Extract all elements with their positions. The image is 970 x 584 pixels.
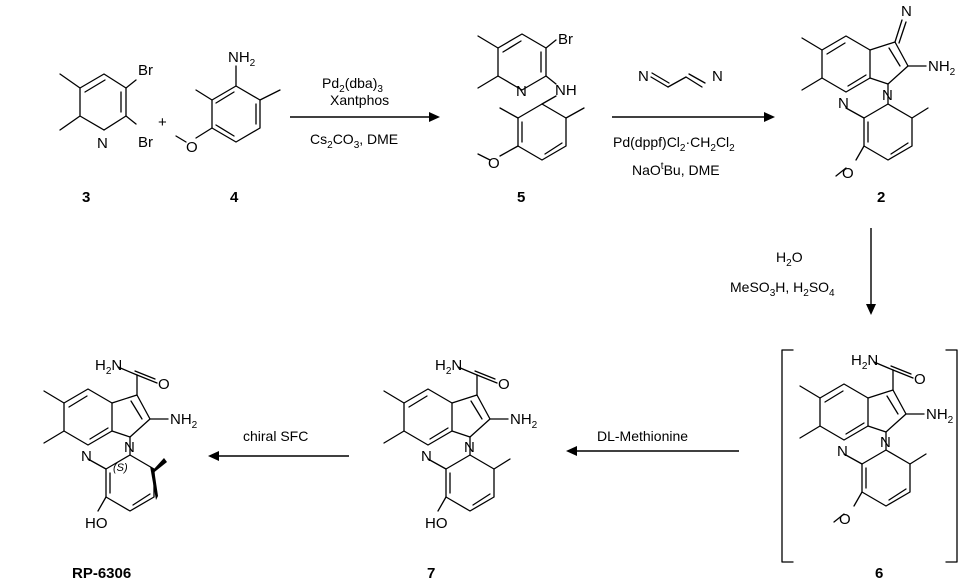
compound-label-6: 6 xyxy=(875,565,883,582)
malononitrile-structure: N N xyxy=(638,68,723,88)
reagent-acids: MeSO3H, H2SO4 xyxy=(730,279,835,299)
hydroxyl-label: HO xyxy=(85,515,108,532)
compound-5-structure: Br NH N O xyxy=(477,31,585,172)
stereo-wedge xyxy=(150,466,158,500)
nitrile-n-label: N xyxy=(901,3,912,20)
stereocenter-descriptor: (S) xyxy=(113,462,128,474)
compound-4-structure: NH2 O xyxy=(175,49,281,156)
reagent-catalyst: Pd(dppf)Cl2·CH2Cl2 xyxy=(613,134,735,154)
nitrogen-atom-label: N xyxy=(81,448,92,465)
amine-atom-label: NH2 xyxy=(228,49,256,69)
nitrogen-atom-label: N xyxy=(837,443,848,460)
amine-atom-label: NH xyxy=(555,82,577,99)
arrowhead-icon xyxy=(566,446,577,456)
reagent-water: H2O xyxy=(776,249,803,269)
oxygen-atom-label: O xyxy=(488,155,500,172)
oxygen-atom-label: O xyxy=(839,511,851,528)
bromine-atom-label: Br xyxy=(138,134,153,151)
compound-label-7: 7 xyxy=(427,565,435,582)
carbonyl-o-label: O xyxy=(158,376,170,393)
amide-nh2-label: H2N xyxy=(435,357,462,377)
compound-label-3: 3 xyxy=(82,189,90,206)
amide-nh2-label: H2N xyxy=(851,352,878,372)
compound-label-rp6306: RP-6306 xyxy=(72,565,131,582)
arrowhead-icon xyxy=(208,451,219,461)
reagent-base-solvent: Cs2CO3, DME xyxy=(310,131,398,151)
amide-nh2-label: H2N xyxy=(95,357,122,377)
arrowhead-icon xyxy=(866,304,876,315)
compound-6-structure: H2N O N N NH2 O xyxy=(781,349,958,563)
reagent-methionine: DL-Methionine xyxy=(597,428,688,444)
carbonyl-o-label: O xyxy=(914,371,926,388)
reagent-catalyst: Pd2(dba)3 xyxy=(322,75,383,95)
bromine-atom-label: Br xyxy=(138,62,153,79)
compound-3-structure: Br Br N xyxy=(59,62,153,152)
nitrogen-atom-label: N xyxy=(882,87,893,104)
arrowhead-icon xyxy=(429,112,440,122)
nitrile-n-label: N xyxy=(712,68,723,85)
compound-rp6306-structure: H2N O N N NH2 HO (S) xyxy=(43,357,198,532)
compound-7-structure: H2N O N N NH2 HO xyxy=(383,357,538,532)
amine-atom-label: NH2 xyxy=(926,406,954,426)
nitrogen-atom-label: N xyxy=(880,434,891,451)
reagent-ligand: Xantphos xyxy=(330,92,389,108)
amine-atom-label: NH2 xyxy=(510,411,538,431)
nitrile-n-label: N xyxy=(638,68,649,85)
amine-atom-label: NH2 xyxy=(928,58,956,78)
compound-label-5: 5 xyxy=(517,189,525,206)
reagent-chiral-sfc: chiral SFC xyxy=(243,428,308,444)
nitrogen-atom-label: N xyxy=(516,83,527,100)
compound-2-structure: N N N NH2 O xyxy=(801,3,956,182)
oxygen-atom-label: O xyxy=(842,165,854,182)
compound-label-4: 4 xyxy=(230,189,239,206)
amine-atom-label: NH2 xyxy=(170,411,198,431)
bromine-atom-label: Br xyxy=(558,31,573,48)
nitrogen-atom-label: N xyxy=(838,95,849,112)
nitrogen-atom-label: N xyxy=(421,448,432,465)
carbonyl-o-label: O xyxy=(498,376,510,393)
compound-label-2: 2 xyxy=(877,189,885,206)
reagent-base-solvent: NaOtBu, DME xyxy=(632,161,720,178)
nitrogen-atom-label: N xyxy=(124,439,135,456)
arrowhead-icon xyxy=(764,112,775,122)
hydroxyl-label: HO xyxy=(425,515,448,532)
oxygen-atom-label: O xyxy=(186,139,198,156)
nitrogen-atom-label: N xyxy=(97,135,108,152)
nitrogen-atom-label: N xyxy=(464,439,475,456)
stereo-wedge xyxy=(152,458,167,474)
plus-sign: + xyxy=(158,114,167,131)
